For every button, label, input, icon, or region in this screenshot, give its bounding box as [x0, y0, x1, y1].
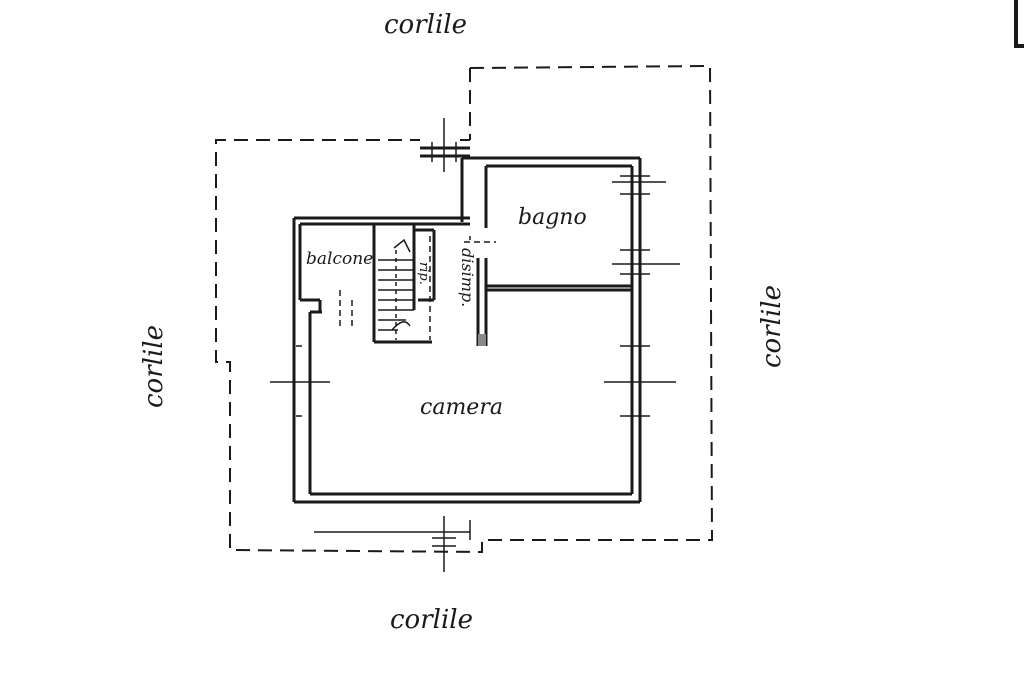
courtyard-label-bottom: corlile [390, 605, 473, 635]
property-boundary [215, 64, 714, 554]
column-mark [478, 334, 486, 346]
window-marks [270, 118, 680, 572]
courtyard-label-left: corlile [139, 325, 169, 408]
room-label-disimpegno: disimp. [458, 248, 477, 307]
corner-frame-mark [1014, 0, 1024, 48]
room-label-ripostiglio: rip. [416, 262, 431, 285]
staircase [378, 238, 414, 340]
room-label-balcone: balcone [306, 249, 373, 269]
exterior-walls [292, 146, 642, 504]
interior-walls [298, 224, 632, 346]
room-label-camera: camera [420, 395, 503, 420]
courtyard-label-right: corlile [757, 285, 787, 368]
room-label-bagno: bagno [518, 205, 587, 230]
courtyard-label-top: corlile [384, 10, 467, 40]
